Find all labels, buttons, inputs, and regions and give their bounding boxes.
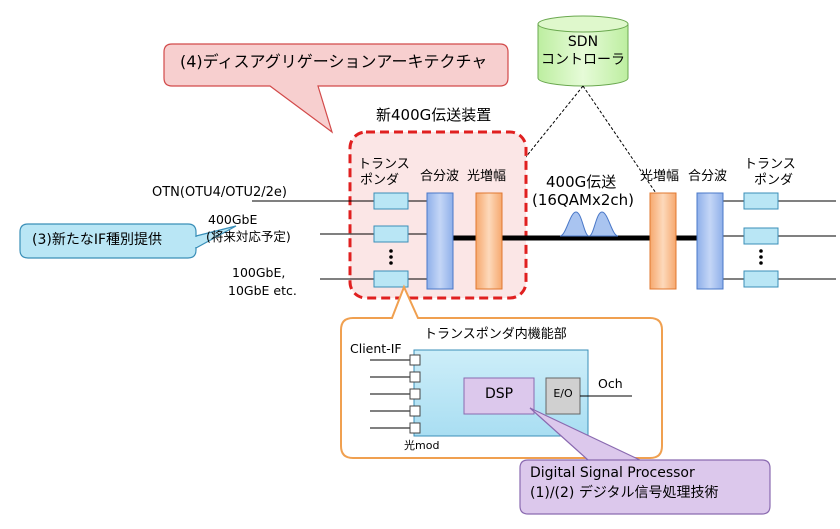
link-label-2: (16QAMx2ch) <box>532 191 634 209</box>
otn-label: OTN(OTU4/OTU2/2e) <box>152 185 287 200</box>
right-transponder-label-2: ポンダ <box>754 173 794 188</box>
transponder-right-2 <box>743 227 779 245</box>
mux-left <box>426 192 454 290</box>
transponder-left-3 <box>373 270 409 288</box>
dsp-callout-label-2: (1)/(2) デジタル信号処理技術 <box>530 485 719 501</box>
dsp-callout-label-1: Digital Signal Processor <box>530 465 695 481</box>
transponder-right-1 <box>743 192 779 210</box>
new-if-label: (3)新たなIF種別提供 <box>32 232 163 248</box>
sdn-controller-cylinder <box>537 15 629 87</box>
link-label-1: 400G伝送 <box>546 173 617 191</box>
client-if-label: Client-IF <box>350 341 402 356</box>
disaggregation-label: (4)ディスアグリゲーションアーキテクチャ <box>180 52 488 71</box>
dsp-box <box>463 377 535 415</box>
new-if-callout <box>19 223 197 259</box>
ge100-label-2: 10GbE etc. <box>228 283 297 298</box>
client-if-lines <box>370 359 410 429</box>
optical-module-label: 光mod <box>404 439 440 452</box>
left-transponder-label-1: トランス <box>358 157 410 172</box>
right-transponder-label-1: トランス <box>744 157 796 172</box>
optical-module-ports <box>409 354 421 434</box>
eo-label: E/O <box>553 387 573 400</box>
device-title: 新400G伝送装置 <box>376 106 492 124</box>
amp-right <box>649 192 677 290</box>
control-line-right <box>582 85 661 200</box>
ge100-label-1: 100GbE, <box>232 265 286 280</box>
dsp-callout <box>519 407 771 515</box>
ge400-label-2: (将来対応予定) <box>206 229 291 244</box>
sdn-label: SDN <box>567 34 599 50</box>
right-mux-label: 合分波 <box>688 169 728 184</box>
transponder-right-3 <box>743 270 779 288</box>
och-label: Och <box>598 376 623 391</box>
ge400-label-1: 400GbE <box>208 212 258 227</box>
left-transponder-label-2: ポンダ <box>360 173 400 188</box>
eo-box <box>545 377 581 415</box>
spectrum-16qam-icon <box>559 211 619 237</box>
right-amp-label: 光増幅 <box>640 169 680 184</box>
left-amp-label: 光増幅 <box>467 169 507 184</box>
sdn-controller-label: コントローラ <box>541 52 625 68</box>
ellipsis-dots-left <box>389 249 393 265</box>
disaggregation-callout <box>163 43 509 134</box>
dsp-label: DSP <box>484 386 514 402</box>
transponder-left-2 <box>373 225 409 243</box>
amp-left <box>475 192 503 290</box>
ellipsis-dots-right <box>759 249 763 265</box>
mux-right <box>696 192 724 290</box>
transponder-left-1 <box>373 192 409 210</box>
detail-title: トランスポンダ内機能部 <box>424 327 567 342</box>
left-mux-label: 合分波 <box>420 169 460 184</box>
